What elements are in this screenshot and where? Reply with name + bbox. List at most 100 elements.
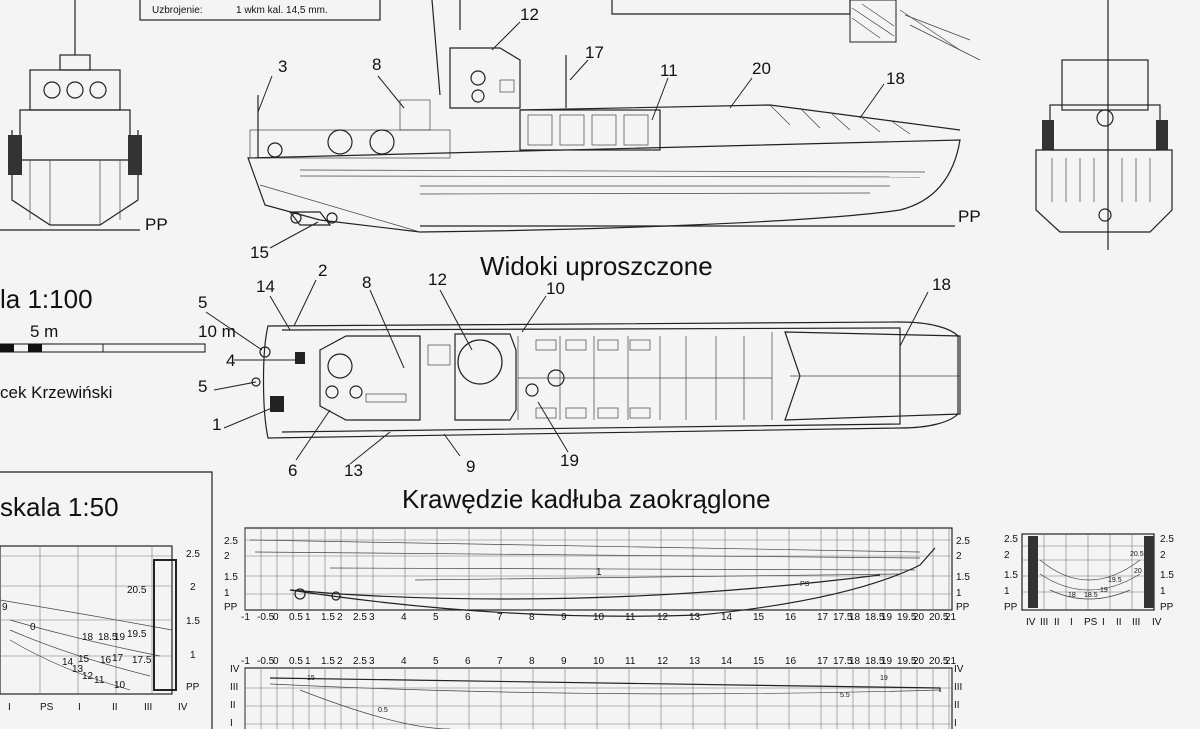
y-tick: III (954, 682, 962, 693)
line-label: 1 (596, 567, 602, 578)
x-tick: 0 (273, 656, 279, 667)
x-tick: -1 (241, 612, 250, 623)
pp-label-side: PP (958, 207, 981, 226)
y-tick: I (954, 718, 957, 729)
x-tick: 2.5 (353, 612, 367, 623)
station-label: 9 (2, 602, 8, 613)
y-tick: PP (224, 602, 238, 613)
x-tick: 17.5 (833, 656, 853, 667)
x-tick: III (1040, 617, 1048, 628)
x-tick: 19 (881, 612, 893, 623)
side-profile-view: PP (247, 0, 981, 233)
x-tick: 3 (369, 656, 375, 667)
y-tick: PP (1004, 602, 1018, 613)
spec-box: Uzbrojenie: 1 wkm kal. 14,5 mm. (139, 0, 381, 21)
callout-9: 9 (466, 457, 475, 476)
y-tick: 1 (190, 650, 196, 661)
x-tick: 1.5 (321, 656, 335, 667)
x-tick: I (1070, 617, 1073, 628)
x-tick: 13 (689, 656, 701, 667)
x-tick: 20.5 (929, 612, 949, 623)
spec-label: Uzbrojenie: (152, 5, 203, 16)
x-tick: IV (1026, 617, 1036, 628)
title-simplified-views: Widoki uproszczone (480, 251, 713, 281)
x-tick: 9 (561, 656, 567, 667)
station-label: 18.5 (1084, 592, 1098, 599)
callout-6: 6 (288, 461, 297, 480)
callout-11: 11 (660, 61, 678, 80)
x-tick: 19.5 (897, 656, 917, 667)
callout-12-plan: 12 (428, 270, 447, 289)
top-right-frame (611, 0, 981, 61)
callout-12: 12 (520, 5, 539, 24)
x-tick: 10 (593, 656, 605, 667)
x-tick: 8 (529, 612, 535, 623)
station-label: 0 (30, 622, 36, 633)
x-tick: I (78, 702, 81, 713)
callout-8: 8 (372, 55, 381, 74)
y-tick: 2.5 (186, 549, 200, 560)
y-tick: 2.5 (956, 536, 970, 547)
x-tick: 8 (529, 656, 535, 667)
x-tick: 19.5 (897, 612, 917, 623)
x-tick: 15 (753, 656, 765, 667)
callout-13: 13 (344, 461, 363, 480)
x-tick: 12 (657, 656, 669, 667)
y-tick: 2 (956, 551, 962, 562)
x-tick: 3 (369, 612, 375, 623)
station-label: 10 (114, 680, 126, 691)
x-tick: 6 (465, 656, 471, 667)
y-tick: 1.5 (1004, 570, 1018, 581)
x-tick: PS (1084, 617, 1098, 628)
body-plan-left: skala 1:50 2.5 2 1.5 1 PP I PS I II III … (0, 471, 213, 729)
x-tick: 17 (817, 612, 829, 623)
callout-15: 15 (250, 243, 269, 262)
author-name: cek Krzewiński (0, 383, 112, 402)
station-label: 19 (1100, 587, 1108, 594)
x-tick: -0.5 (257, 656, 275, 667)
x-tick: II (1116, 617, 1122, 628)
y-tick: I (230, 718, 233, 729)
x-tick: 11 (625, 656, 636, 667)
x-tick: 17.5 (833, 612, 853, 623)
x-tick: 10 (593, 612, 605, 623)
scale-1-100: la 1:100 5 m 10 m cek Krzewiński (0, 284, 236, 402)
front-view-left: PP (0, 0, 168, 234)
spec-value: 1 wkm kal. 14,5 mm. (236, 5, 328, 16)
x-tick: 18 (849, 612, 861, 623)
x-tick: 18.5 (865, 612, 885, 623)
x-tick: 0 (273, 612, 279, 623)
x-tick: 14 (721, 612, 733, 623)
x-tick: 5 (433, 612, 439, 623)
x-tick: 13 (689, 612, 701, 623)
plan-annot: 15 (307, 675, 315, 682)
callout-18: 18 (886, 69, 905, 88)
x-tick: 7 (497, 612, 503, 623)
x-tick: 5 (433, 656, 439, 667)
station-label: 18 (82, 632, 94, 643)
x-tick: 14 (721, 656, 733, 667)
callout-18-plan: 18 (932, 275, 951, 294)
station-label: 14 (62, 657, 74, 668)
y-tick: 1.5 (224, 572, 238, 583)
x-tick: 17 (817, 656, 829, 667)
x-tick: I (8, 702, 11, 713)
callout-2: 2 (318, 261, 327, 280)
x-tick: 16 (785, 656, 797, 667)
x-tick: 20 (913, 656, 925, 667)
x-tick: PS (40, 702, 54, 713)
title-rounded-edges: Krawędzie kadłuba zaokrąglone (402, 484, 771, 514)
y-tick: 2.5 (224, 536, 238, 547)
x-tick: 20 (913, 612, 925, 623)
x-tick: -0.5 (257, 612, 275, 623)
callout-14: 14 (256, 277, 275, 296)
station-label: 15 (78, 654, 90, 665)
station-label: 13 (72, 664, 84, 675)
callout-3: 3 (278, 57, 287, 76)
station-label: 19 (114, 632, 126, 643)
x-tick: 18 (849, 656, 861, 667)
station-label: 18 (1068, 592, 1076, 599)
